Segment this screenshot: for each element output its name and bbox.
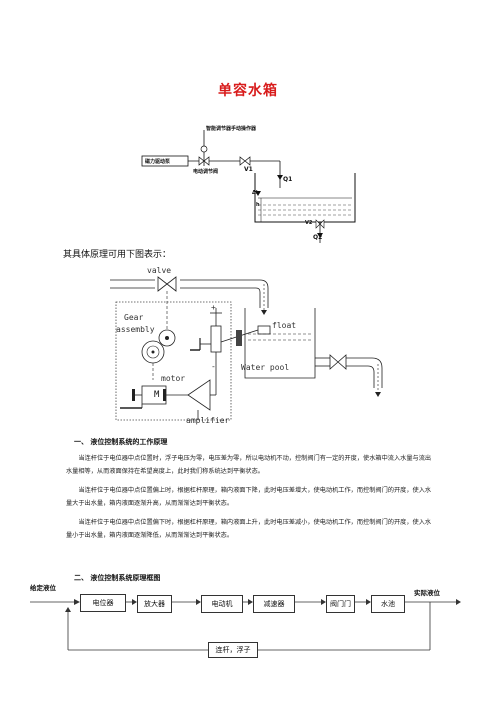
motor-label: motor [161,374,186,383]
plus-label: + [211,303,216,312]
paragraph-3: 当连杆位于电位器中点位置偏下时，根据杠杆原理，箱内液面上升，此时电压差减小，使电… [66,519,432,539]
control-mechanism-diagram [110,276,383,421]
block-diagram-lines [30,599,461,651]
v1-label: V1 [244,166,253,173]
block-potentiometer: 电位器 [80,594,126,612]
paragraph-2: 当连杆位于电位器中点位置偏上时，根据杠杆原理，箱内液面下降，此时电压差增大，使电… [66,487,432,507]
intro-text: 其具体原理可用下图表示： [63,250,172,260]
pivot-icon [236,330,242,346]
v2-valve-icon [315,219,325,229]
valve-label: valve [147,266,172,275]
v2-label: V2 [305,220,313,226]
electric-valve-icon [198,156,210,166]
block-pool: 水池 [371,595,405,613]
q2-label: Q2 [313,234,323,241]
pump-label: 磁力驱动泵 [145,159,171,165]
block-motor: 电动机 [201,595,243,613]
v1-valve-icon [239,156,251,166]
valve-icon [157,276,177,292]
pool-label: Water pool [241,363,290,372]
block-feedback: 连杆，浮子 [208,642,258,658]
given-level-label: 给定液位 [30,584,56,592]
block-amplifier: 放大器 [137,595,172,613]
float-icon [257,325,271,335]
gear-label: Gear [124,313,144,322]
page-title: 单容水箱 [218,83,278,99]
valve-label: 电动调节阀 [193,169,219,175]
motor-m-label: M [154,390,160,400]
tank-schematic [141,130,356,243]
block-valve: 阀门门 [326,595,355,613]
minus-label: - [211,362,216,371]
amplifier-icon [187,379,211,411]
assembly-label: assembly [116,325,155,334]
potentiometer-icon [210,325,222,353]
actual-level-label: 实际液位 [414,589,440,597]
block-reducer: 减速器 [253,595,295,613]
outlet-valve-icon [329,354,347,370]
dh-label: Δh [252,190,260,196]
actuator-icon [200,145,208,153]
paragraph-1: 当连杆位于电位器中点位置时，浮子电压为零，电压差为零，所以电动机不动，控制阀门有… [66,455,432,475]
q1-label: Q1 [283,176,293,183]
section2-heading: 二、 液位控制系统原理框图 [74,574,161,582]
regulator-label: 智能调节器手动操作器 [206,126,257,132]
h-label: h [256,202,260,208]
section1-heading: 一、 液位控制系统的工作原理 [74,438,168,446]
section1-body: 当连杆位于电位器中点位置时，浮子电压为零，电压差为零，所以电动机不动，控制阀门有… [66,452,434,542]
float-label: float [272,321,297,330]
amplifier-label: amplifier [186,416,230,425]
